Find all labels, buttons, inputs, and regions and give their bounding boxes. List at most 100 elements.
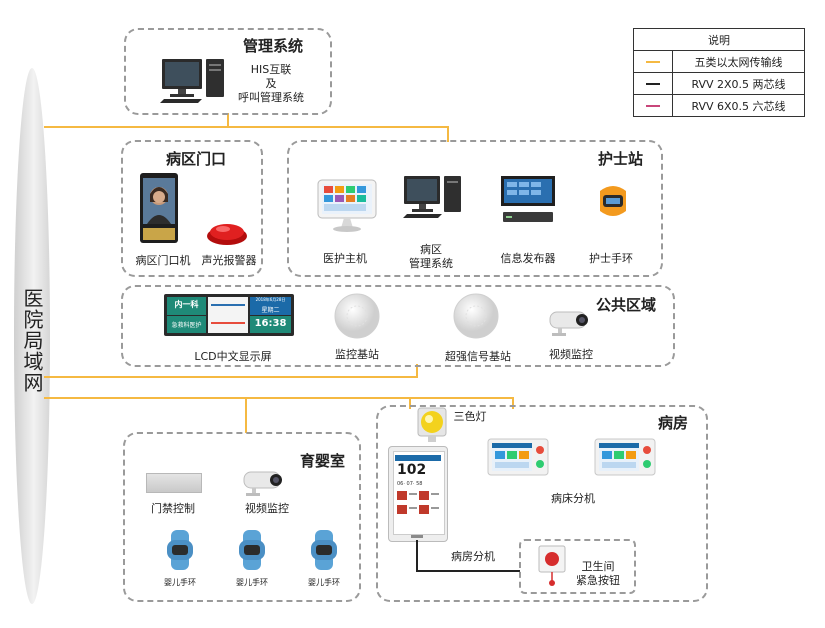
wristband-icon — [594, 183, 632, 219]
room-terminal-avatar-1 — [397, 491, 407, 500]
door-terminal-icon — [139, 172, 179, 244]
door-terminal-label: 病区门口机 — [135, 254, 191, 267]
bed-unit-icon-1 — [487, 438, 549, 478]
alarm-light-label: 声光报警器 — [201, 254, 257, 267]
ward-mgmt-label: 病区 管理系统 — [409, 243, 453, 270]
management-box — [124, 28, 332, 115]
toilet-button-label-1: 卫生间 — [581, 560, 615, 573]
lan-backbone-label: 医院局域网 — [20, 288, 44, 393]
room-terminal-line-3 — [409, 507, 417, 509]
legend-swatch-2core — [633, 72, 673, 95]
ward-room-box — [376, 405, 708, 602]
line-mgmt-v — [227, 113, 229, 127]
tricolor-lamp-label: 三色灯 — [453, 410, 487, 423]
room-terminal-line-1 — [409, 493, 417, 495]
lcd-day-text: 星期二 — [261, 307, 280, 314]
baby-band-label-1: 婴儿手环 — [164, 578, 196, 587]
lcd-cell-dept — [167, 297, 206, 315]
ward-door-box — [121, 140, 263, 277]
lcd-cell-time — [250, 316, 291, 333]
toilet-button-label-2: 紧急按钮 — [576, 574, 620, 587]
lcd-msg-line-1 — [211, 304, 245, 306]
line-ward-v2 — [512, 397, 514, 409]
lan-backbone — [14, 68, 50, 604]
info-publisher-icon — [499, 174, 557, 226]
room-unit-label: 病房分机 — [451, 550, 495, 563]
line-nursery-v — [245, 397, 247, 433]
ward-computer-icon — [402, 174, 464, 220]
public-camera-label: 视频监控 — [549, 348, 593, 361]
legend-title: 说明 — [633, 28, 805, 51]
baby-band-label-3: 婴儿手环 — [308, 578, 340, 587]
public-area-box — [121, 285, 675, 367]
access-control-label: 门禁控制 — [151, 502, 195, 515]
room-terminal-avatar-2 — [419, 491, 429, 500]
line-public — [44, 376, 418, 378]
bed-unit-label: 病床分机 — [551, 492, 595, 505]
nurse-wristband-label: 护士手环 — [589, 252, 633, 265]
tricolor-lamp-icon — [415, 406, 449, 444]
lcd-staff-text: 急救科医护 — [171, 322, 202, 329]
public-area-title: 公共区域 — [596, 296, 657, 314]
legend-label-ethernet: 五类以太网传输线 — [672, 50, 805, 73]
room-terminal-icon: 102 06· 07· 58 — [388, 446, 448, 542]
room-terminal-header — [395, 455, 441, 461]
legend-table: 说明 五类以太网传输线 RVV 2X0.5 两芯线 RVV 6X0.5 六芯线 — [633, 28, 805, 117]
management-title: 管理系统 — [243, 37, 304, 55]
baby-band-icon-1 — [164, 530, 196, 570]
lcd-cell-staff — [167, 316, 206, 333]
base-station-icon — [333, 292, 381, 340]
lcd-dept-text: 内一科 — [174, 300, 199, 309]
legend-swatch-ethernet — [633, 50, 673, 73]
baby-band-icon-2 — [236, 530, 268, 570]
camera-icon-nursery — [240, 468, 286, 498]
ward-door-title: 病区门口 — [166, 150, 227, 168]
lcd-time-text: 16:38 — [254, 318, 287, 329]
signal-station-label: 超强信号基站 — [445, 350, 511, 363]
room-number-text: 102 — [397, 462, 427, 478]
room-terminal-avatar-4 — [419, 505, 429, 514]
line-public-v — [416, 364, 418, 378]
line-lower — [44, 397, 514, 399]
nurse-host-label: 医护主机 — [323, 252, 367, 265]
room-terminal-speaker — [411, 535, 423, 538]
line-nurse-v — [447, 126, 449, 142]
line-mgmt — [44, 126, 448, 128]
baby-band-label-2: 婴儿手环 — [236, 578, 268, 587]
baby-band-icon-3 — [308, 530, 340, 570]
lcd-screen-icon: 内一科 急救科医护 2018年6月28日 星期二 16:38 — [164, 294, 294, 336]
legend-swatch-6core — [633, 94, 673, 117]
room-terminal-line-4 — [431, 507, 439, 509]
management-desc-3: 呼叫管理系统 — [238, 91, 304, 104]
lcd-cell-date — [250, 297, 291, 315]
legend-label-2core: RVV 2X0.5 两芯线 — [672, 72, 805, 95]
lcd-date-text: 2018年6月28日 — [255, 297, 286, 302]
nurse-host-icon — [316, 178, 378, 234]
lcd-screen-label: LCD中文显示屏 — [194, 350, 272, 363]
wire-room-h — [416, 570, 520, 572]
room-terminal-avatar-3 — [397, 505, 407, 514]
lcd-msg-line-2 — [211, 322, 245, 324]
bed-unit-icon-2 — [594, 438, 656, 478]
management-desc-1: HIS互联 — [250, 63, 292, 76]
lcd-cell-msg — [208, 297, 248, 333]
room-terminal-line-2 — [431, 493, 439, 495]
wire-room-v — [416, 540, 418, 572]
line-ward-v1 — [409, 397, 411, 409]
info-publisher-label: 信息发布器 — [500, 252, 556, 265]
signal-station-icon — [452, 292, 500, 340]
nurse-station-title: 护士站 — [598, 150, 644, 168]
nurse-station-box — [287, 140, 663, 277]
nursery-camera-label: 视频监控 — [245, 502, 289, 515]
access-control-icon — [146, 473, 202, 493]
nursery-box — [123, 432, 361, 602]
base-station-label: 监控基站 — [335, 348, 379, 361]
alarm-light-icon — [204, 220, 250, 246]
legend-label-6core: RVV 6X0.5 六芯线 — [672, 94, 805, 117]
ward-room-title: 病房 — [658, 414, 689, 432]
emergency-button-icon — [538, 545, 568, 587]
nursery-title: 育婴室 — [300, 452, 346, 470]
toilet-button-box — [519, 539, 636, 594]
camera-icon-public — [546, 308, 592, 338]
management-desc-2: 及 — [265, 77, 277, 90]
